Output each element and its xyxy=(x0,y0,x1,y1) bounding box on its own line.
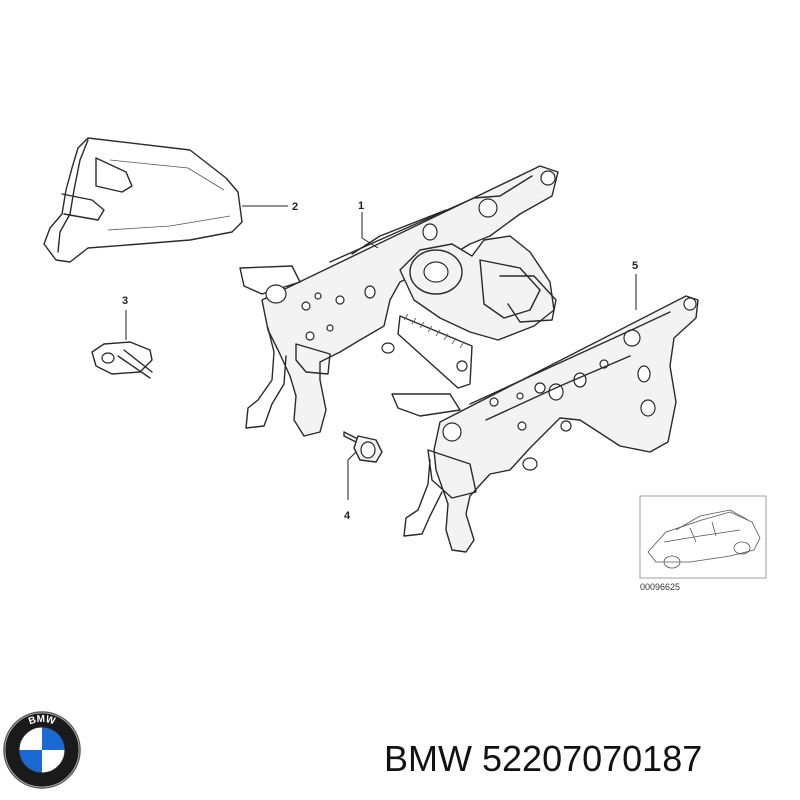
caption-brand: BMW xyxy=(384,738,472,779)
bmw-logo: BMW xyxy=(3,711,81,789)
callout-labels: 1 2 3 4 5 xyxy=(122,200,638,522)
part-3-clip xyxy=(91,341,153,379)
callout-5: 5 xyxy=(632,260,638,272)
vehicle-thumbnail: 00096625 xyxy=(639,495,767,592)
part-4-bolt xyxy=(343,431,383,463)
caption-part-number: 52207070187 xyxy=(482,738,703,779)
callout-2: 2 xyxy=(292,201,298,213)
part-1-left-seat-rail xyxy=(239,165,559,437)
part-caption: BMW 52207070187 xyxy=(384,734,794,784)
leader-4 xyxy=(347,451,357,500)
leader-lines xyxy=(125,205,637,500)
callout-4: 4 xyxy=(344,510,351,522)
callout-1: 1 xyxy=(358,200,364,212)
part-5-right-seat-rail xyxy=(391,295,699,553)
callout-3: 3 xyxy=(122,295,128,307)
thumbnail-code: 00096625 xyxy=(640,582,680,592)
leader-1 xyxy=(361,212,379,249)
part-2-side-trim xyxy=(43,137,243,263)
svg-text:BMW: BMW xyxy=(27,714,57,728)
